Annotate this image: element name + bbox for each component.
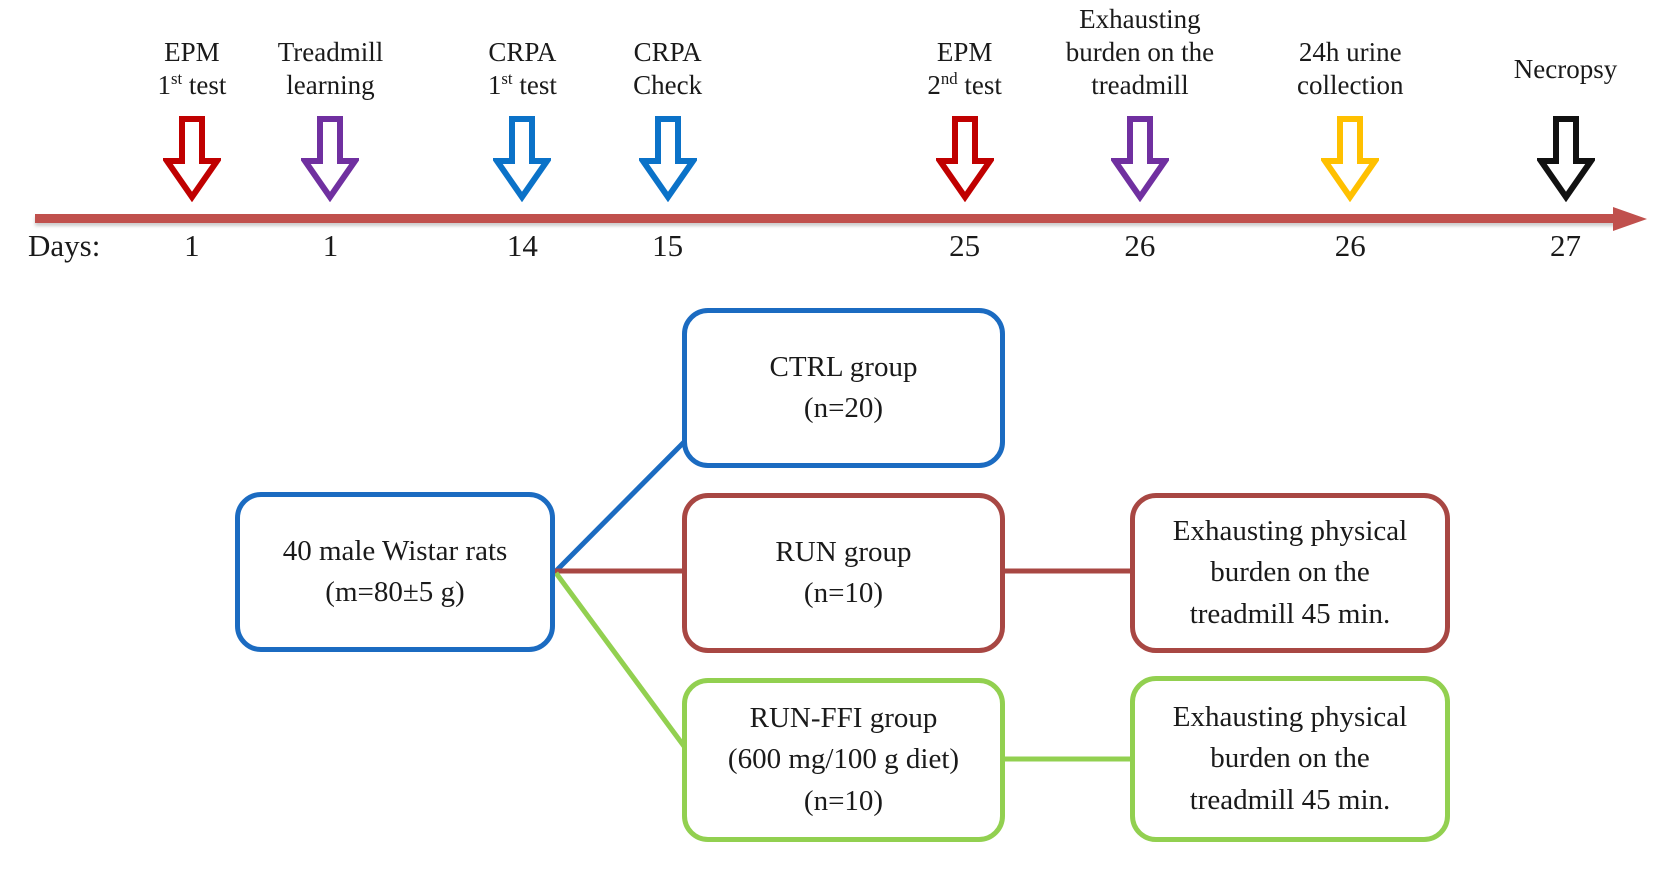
- event-label-line2: burden on the: [1065, 37, 1215, 68]
- event-label-line2: Check: [633, 70, 703, 101]
- day-value: 26: [1334, 228, 1366, 263]
- event-label-line1: Exhausting: [1079, 4, 1201, 35]
- event-label-line3: treadmill: [1091, 70, 1189, 101]
- connector-runffi-left: [553, 571, 695, 759]
- timeline-event-24h-urine-collection: 24h urine collection: [1225, 0, 1475, 202]
- timeline-event-necropsy: Necropsy: [1441, 0, 1669, 202]
- down-arrow-icon: [1536, 116, 1595, 202]
- runffi-box-line2: (600 mg/100 g diet): [727, 743, 960, 776]
- timeline-event-crpa-1st-test: CRPA 1st test: [397, 0, 647, 202]
- event-label: EPM 2nd test: [840, 0, 1090, 102]
- timeline-arrowhead-icon: [1613, 207, 1647, 231]
- event-label-line2: Necropsy: [1513, 54, 1618, 85]
- source-box: 40 male Wistar rats (m=80±5 g): [235, 492, 555, 652]
- event-label-line2: 1st test: [157, 69, 227, 101]
- ctrl-group-box: CTRL group (n=20): [682, 308, 1005, 468]
- run-outcome-line2: burden on the: [1210, 556, 1370, 589]
- down-arrow-icon: [493, 116, 552, 202]
- run-box-line2: (n=10): [803, 577, 884, 609]
- timeline-event-treadmill-learning: Treadmill learning: [205, 0, 455, 202]
- day-value: 27: [1550, 228, 1582, 263]
- runffi-outcome-line1: Exhausting physical: [1172, 701, 1408, 734]
- event-label-line1: Treadmill: [277, 37, 384, 68]
- event-label-line1: CRPA: [488, 37, 557, 68]
- ctrl-box-line1: CTRL group: [769, 350, 918, 383]
- event-label: CRPA 1st test: [397, 0, 647, 102]
- timeline-event-epm-2nd-test: EPM 2nd test: [840, 0, 1090, 202]
- event-label-line1: EPM: [164, 37, 220, 68]
- day-value: 1: [184, 228, 200, 263]
- event-label: EPM 1st test: [67, 0, 317, 102]
- day-value: 1: [322, 228, 339, 263]
- event-label-line2: 2nd test: [927, 69, 1002, 101]
- event-label-line1: EPM: [936, 37, 993, 68]
- day-value: 26: [1124, 228, 1156, 263]
- event-label-line2: 1st test: [487, 69, 557, 101]
- day-value: 14: [506, 228, 538, 263]
- event-label: Exhausting burden on the treadmill: [1015, 0, 1265, 102]
- timeline-axis: [35, 214, 1617, 223]
- run-ffi-outcome-box: Exhausting physical burden on the treadm…: [1130, 676, 1450, 842]
- runffi-outcome-line2: burden on the: [1210, 742, 1370, 775]
- down-arrow-icon: [301, 116, 360, 202]
- source-box-line2: (m=80±5 g): [325, 576, 465, 608]
- run-outcome-line1: Exhausting physical: [1172, 515, 1408, 548]
- event-label: CRPA Check: [543, 0, 793, 102]
- run-group-box: RUN group (n=10): [682, 493, 1005, 653]
- down-arrow-icon: [1110, 116, 1169, 202]
- timeline-event-epm-1st-test: EPM 1st test: [67, 0, 317, 202]
- runffi-box-line3: (n=10): [803, 784, 884, 817]
- event-label: 24h urine collection: [1225, 0, 1475, 102]
- event-label-line1: 24h urine: [1298, 37, 1402, 68]
- event-label-line1: CRPA: [633, 37, 702, 68]
- run-outcome-box: Exhausting physical burden on the treadm…: [1130, 493, 1450, 653]
- down-arrow-icon: [935, 116, 994, 202]
- day-value: 25: [949, 228, 981, 263]
- runffi-outcome-line3: treadmill 45 min.: [1189, 783, 1391, 816]
- connector-ctrl: [554, 428, 698, 573]
- day-value: 15: [652, 228, 684, 263]
- event-label: Necropsy: [1441, 0, 1669, 102]
- event-label: Treadmill learning: [205, 0, 455, 102]
- run-box-line1: RUN group: [775, 535, 912, 568]
- down-arrow-icon: [1321, 116, 1380, 202]
- run-outcome-line3: treadmill 45 min.: [1189, 597, 1391, 630]
- runffi-box-line1: RUN-FFI group: [749, 702, 938, 735]
- source-box-line1: 40 male Wistar rats: [282, 534, 508, 567]
- timeline-event-crpa-check: CRPA Check: [543, 0, 793, 202]
- days-label: Days:: [28, 228, 101, 263]
- event-label-line2: learning: [286, 70, 375, 101]
- event-label-line2: collection: [1296, 70, 1404, 101]
- run-ffi-group-box: RUN-FFI group (600 mg/100 g diet) (n=10): [682, 678, 1005, 842]
- down-arrow-icon: [638, 116, 697, 202]
- down-arrow-icon: [162, 116, 221, 202]
- timeline-event-exhausting-burden: Exhausting burden on the treadmill: [1015, 0, 1265, 202]
- ctrl-box-line2: (n=20): [803, 392, 884, 424]
